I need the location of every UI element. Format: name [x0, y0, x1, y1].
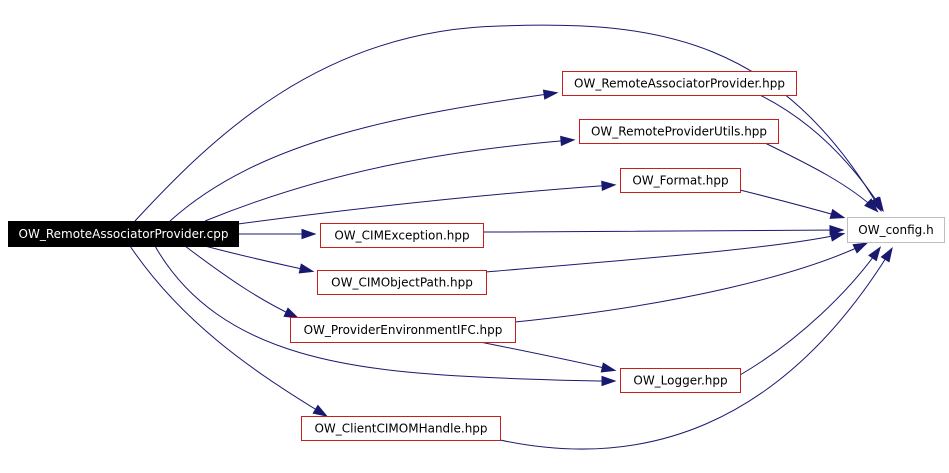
- edge-arrowhead: [560, 135, 576, 147]
- edge-arrowhead: [829, 208, 846, 219]
- edge-arrowhead: [871, 196, 884, 212]
- node-label: OW_RemoteProviderUtils.hpp: [591, 125, 767, 139]
- edge-line: [204, 245, 312, 272]
- node-fmt[interactable]: OW_Format.hpp: [620, 168, 741, 193]
- edge-arrowhead: [601, 180, 617, 192]
- node-label: OW_RemoteAssociatorProvider.cpp: [19, 227, 229, 241]
- edge-line: [204, 139, 573, 222]
- node-box: [579, 119, 779, 144]
- edge-arrowhead: [868, 246, 882, 262]
- edge-arrowhead: [852, 242, 869, 254]
- edge-pei-to-log: [479, 341, 617, 373]
- edge-line: [479, 341, 614, 371]
- node-box: [317, 270, 487, 295]
- node-label: OW_Logger.hpp: [633, 374, 727, 388]
- edges-layer: [129, 24, 893, 450]
- node-label: OW_Format.hpp: [632, 174, 728, 188]
- edge-root-to-log: [154, 245, 617, 387]
- edge-arrowhead: [880, 246, 893, 263]
- edge-pei-to-cfg: [514, 242, 869, 323]
- node-box: [320, 223, 484, 248]
- node-box: [562, 71, 797, 96]
- edge-root-to-rap: [169, 89, 559, 222]
- node-label: OW_RemoteAssociatorProvider.hpp: [574, 77, 785, 91]
- node-label: OW_ProviderEnvironmentIFC.hpp: [304, 323, 503, 337]
- edge-log-to-cfg: [739, 246, 882, 376]
- node-box: [290, 317, 516, 343]
- node-box: [301, 416, 501, 441]
- node-label: OW_ClientCIMOMHandle.hpp: [314, 422, 487, 436]
- nodes-layer: OW_RemoteAssociatorProvider.cpp OW_Remote…: [8, 71, 945, 441]
- node-label: OW_CIMObjectPath.hpp: [331, 276, 473, 290]
- node-cex[interactable]: OW_CIMException.hpp: [320, 223, 484, 248]
- node-log[interactable]: OW_Logger.hpp: [620, 368, 741, 393]
- node-pei[interactable]: OW_ProviderEnvironmentIFC.hpp: [290, 317, 516, 343]
- node-box: [620, 368, 741, 393]
- node-root[interactable]: OW_RemoteAssociatorProvider.cpp: [8, 221, 239, 247]
- node-cch[interactable]: OW_ClientCIMOMHandle.hpp: [301, 416, 501, 441]
- node-label: OW_config.h: [858, 223, 933, 237]
- edge-root-to-cch: [129, 245, 329, 417]
- edge-cch-to-cfg: [499, 246, 893, 450]
- edge-line: [759, 94, 883, 210]
- node-rpu[interactable]: OW_RemoteProviderUtils.hpp: [579, 119, 779, 144]
- edge-line: [499, 249, 892, 450]
- edge-cex-to-cfg: [482, 224, 845, 236]
- edge-line: [514, 243, 866, 323]
- edge-line: [129, 245, 326, 416]
- edge-arrowhead: [829, 231, 846, 242]
- node-box: [8, 221, 239, 247]
- edge-cop-to-cfg: [485, 231, 846, 273]
- node-box: [847, 217, 945, 243]
- edge-root-to-cex: [238, 228, 317, 240]
- edge-fmt-to-cfg: [739, 189, 846, 219]
- edge-line: [739, 248, 880, 376]
- edge-root-to-cop: [204, 245, 315, 274]
- edge-arrowhead: [601, 375, 617, 387]
- edge-line: [154, 245, 614, 382]
- edge-line: [485, 233, 843, 273]
- node-label: OW_CIMException.hpp: [334, 229, 469, 243]
- edge-line: [169, 92, 556, 222]
- edge-line: [764, 142, 877, 211]
- edge-line: [237, 184, 614, 225]
- edge-root-to-pei: [184, 245, 300, 319]
- node-rap[interactable]: OW_RemoteAssociatorProvider.hpp: [562, 71, 797, 96]
- edge-arrowhead: [600, 362, 617, 373]
- node-cfg[interactable]: OW_config.h: [847, 217, 945, 243]
- edge-arrowhead: [298, 263, 315, 274]
- node-box: [620, 168, 741, 193]
- edge-arrowhead: [864, 198, 879, 213]
- edge-root-to-fmt: [237, 180, 617, 225]
- edge-rap-to-cfg: [759, 94, 884, 212]
- edge-line: [482, 229, 842, 233]
- edge-arrowhead: [283, 307, 300, 319]
- edge-arrowhead: [312, 404, 329, 417]
- edge-line: [739, 189, 843, 218]
- edge-root-to-rpu: [204, 135, 576, 222]
- edge-line: [184, 245, 297, 318]
- edge-rpu-to-cfg: [764, 142, 879, 213]
- node-cop[interactable]: OW_CIMObjectPath.hpp: [317, 270, 487, 295]
- edge-arrowhead: [542, 89, 559, 100]
- edge-arrowhead: [301, 228, 317, 240]
